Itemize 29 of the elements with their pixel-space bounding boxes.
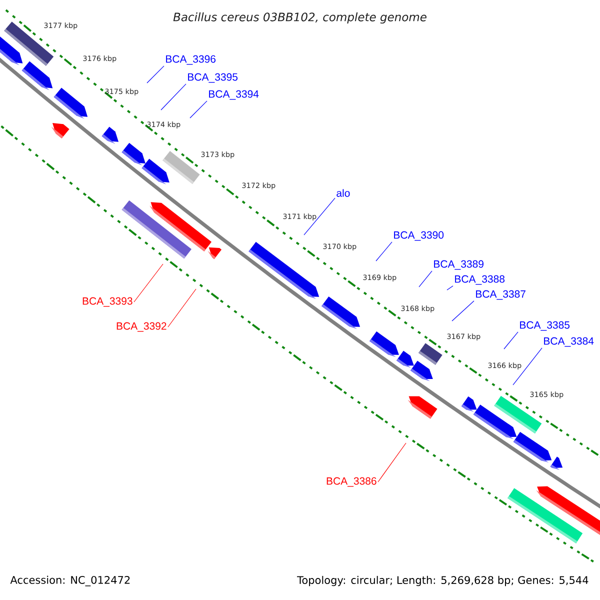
leader-line [378, 442, 406, 482]
gene-label: BCA_3384 [544, 337, 594, 347]
leader-line [512, 348, 542, 386]
gene-label: BCA_3393 [82, 297, 132, 307]
info-text: Topology: circular; Length: 5,269,628 bp; Genes: 5,544 [297, 576, 588, 586]
leader-line [418, 270, 432, 288]
gene-label: BCA_3389 [434, 260, 484, 270]
leader-line [168, 288, 196, 328]
leader-line [134, 264, 164, 302]
leader-line [304, 198, 336, 236]
gene-label: BCA_3385 [520, 321, 570, 331]
gene-label: BCA_3390 [394, 231, 444, 241]
title: Bacillus cereus 03BB102, complete genome [173, 12, 426, 24]
gene-label: BCA_3395 [188, 73, 238, 83]
gene-label: BCA_3388 [455, 275, 505, 285]
gene-label: BCA_3386 [326, 477, 376, 487]
leader-line [504, 332, 518, 350]
gene-label: alo [336, 189, 350, 197]
leader-line [446, 286, 454, 290]
gene-label: BCA_3392 [116, 322, 166, 332]
leader-line [452, 300, 474, 322]
leader-line [376, 242, 392, 262]
gene-label: BCA_3387 [476, 290, 526, 300]
leader-line [160, 84, 186, 110]
leader-line [146, 66, 164, 84]
info-text: Accession: NC_012472 [10, 576, 130, 586]
gene-label: BCA_3394 [209, 90, 259, 100]
leader-line [190, 100, 208, 118]
gene-label: BCA_3396 [166, 55, 216, 65]
